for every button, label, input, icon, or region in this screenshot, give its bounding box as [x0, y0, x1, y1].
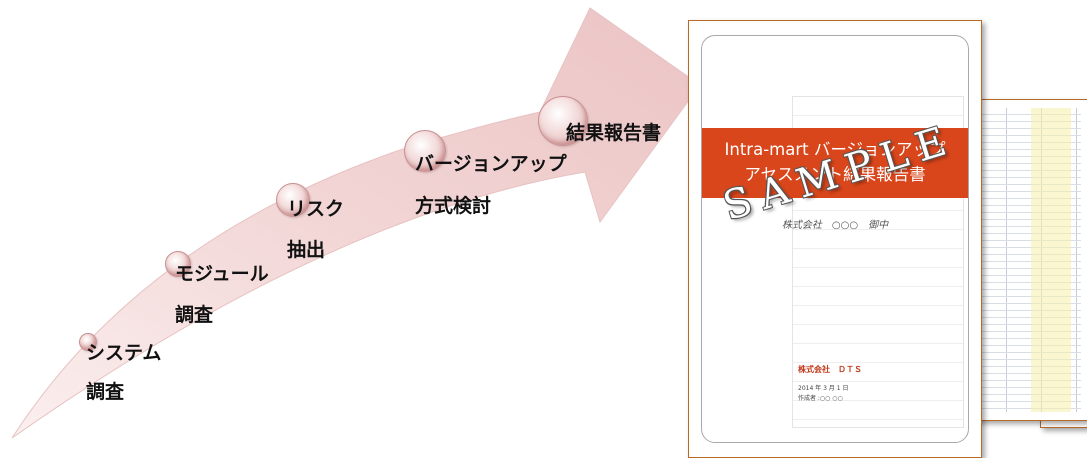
report-cover: Intra-mart バージョンアップ アセスメント結果報告書 株式会社 ○○○… [688, 20, 982, 458]
step-1-line2: 調査 [86, 381, 125, 403]
step-bubble-2 [165, 251, 191, 277]
step-bubble-4 [404, 130, 446, 172]
report-title-line1: Intra-mart バージョンアップ [724, 140, 946, 159]
step-3-line1: リスク [287, 198, 345, 220]
step-bubble-1 [79, 333, 97, 351]
step-5-label: 結果報告書 [566, 122, 662, 144]
report-author: 作成者 :○○ ○○ [798, 395, 843, 402]
report-client: 株式会社 ○○○ 御中 [781, 220, 889, 231]
arrow-body [11, 7, 701, 439]
report-date: 2014 年 3 月 1 日 [798, 385, 849, 392]
step-bubble-5 [538, 96, 588, 146]
step-3-line2: 抽出 [287, 239, 326, 261]
step-4-line2: 方式検討 [415, 195, 492, 217]
step-2-line1: モジュール [175, 263, 269, 285]
report-title-line2: アセスメント結果報告書 [744, 165, 926, 184]
report-cover-inner: Intra-mart バージョンアップ アセスメント結果報告書 株式会社 ○○○… [701, 35, 969, 443]
step-1-line1: システム [86, 342, 162, 364]
report-title-band: Intra-mart バージョンアップ アセスメント結果報告書 [702, 128, 968, 198]
step-4-line1: バージョンアップ [415, 153, 567, 175]
step-2-line2: 調査 [175, 304, 214, 326]
step-bubble-3 [276, 183, 310, 217]
report-company: 株式会社 ＤＴＳ [798, 365, 862, 374]
